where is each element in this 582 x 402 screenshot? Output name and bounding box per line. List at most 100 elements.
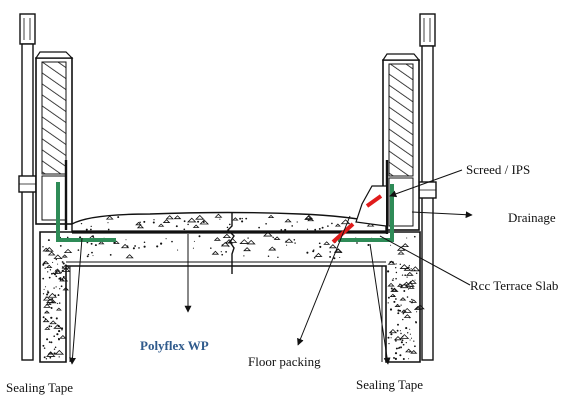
rcc-slab — [39, 231, 425, 363]
aggregate-mark — [397, 250, 405, 255]
aggregate-mark — [173, 215, 182, 220]
left-downpipe — [18, 13, 37, 361]
stipple-dot — [61, 269, 64, 272]
stipple-dot — [356, 242, 358, 244]
sealing-tape-left-label: Sealing Tape — [6, 380, 73, 395]
stipple-dot — [56, 333, 59, 336]
stipple-dot — [388, 342, 390, 345]
stipple-dot — [241, 217, 243, 220]
stipple-dot — [331, 222, 333, 225]
stipple-dot — [409, 281, 412, 283]
stipple-dot — [392, 278, 394, 280]
stipple-dot — [125, 239, 127, 241]
stipple-dot — [221, 253, 224, 256]
aggregate-mark — [239, 239, 250, 244]
stipple-dot — [407, 288, 410, 290]
stipple-dot — [59, 288, 61, 290]
stipple-dot — [402, 318, 404, 321]
stipple-dot — [92, 255, 94, 257]
stipple-dot — [50, 325, 53, 328]
stipple-dot — [46, 293, 49, 296]
aggregate-mark — [54, 349, 65, 355]
stipple-dot — [329, 251, 332, 253]
aggregate-mark — [328, 244, 337, 249]
aggregate-mark — [405, 271, 414, 276]
stipple-dot — [61, 266, 64, 268]
stipple-dot — [399, 309, 402, 312]
stipple-dot — [411, 301, 413, 304]
stipple-dot — [314, 228, 317, 231]
stipple-dot — [210, 247, 212, 249]
aggregate-mark — [47, 351, 54, 355]
aggregate-mark — [397, 283, 404, 287]
stipple-dot — [286, 244, 288, 246]
aggregate-mark — [243, 247, 252, 252]
stipple-dot — [413, 340, 415, 342]
stipple-dot — [401, 339, 404, 342]
stipple-dot — [405, 342, 407, 344]
stipple-dot — [132, 247, 135, 250]
aggregate-mark — [105, 215, 114, 220]
aggregate-mark — [399, 283, 409, 289]
stipple-dot — [44, 267, 46, 269]
stipple-dot — [404, 268, 406, 270]
stipple-dot — [43, 288, 45, 290]
stipple-dot — [397, 323, 399, 326]
stipple-dot — [87, 253, 90, 256]
stipple-dot — [402, 358, 405, 360]
aggregate-mark — [63, 248, 73, 254]
aggregate-mark — [304, 215, 313, 220]
aggregate-mark — [62, 287, 70, 291]
stipple-dot — [43, 261, 46, 264]
aggregate-mark — [405, 281, 415, 287]
stipple-dot — [318, 242, 321, 245]
stipple-dot — [61, 278, 64, 281]
aggregate-mark — [388, 328, 398, 334]
stipple-dot — [395, 347, 398, 350]
rcc-slab-label: Rcc Terrace Slab — [470, 278, 558, 293]
stipple-dot — [406, 276, 408, 278]
stipple-dot — [219, 218, 221, 220]
aggregate-mark — [59, 335, 67, 339]
stipple-dot — [192, 247, 194, 249]
stipple-dot — [53, 348, 56, 350]
stipple-dot — [113, 241, 116, 244]
aggregate-mark — [333, 248, 343, 254]
stipple-dot — [221, 244, 223, 246]
stipple-dot — [45, 296, 47, 298]
stipple-dot — [152, 221, 155, 224]
stipple-dot — [49, 356, 52, 359]
stipple-dot — [327, 225, 329, 227]
stipple-dot — [397, 309, 400, 312]
aggregate-mark — [390, 287, 399, 292]
aggregate-mark — [232, 217, 239, 221]
stipple-dot — [52, 272, 55, 275]
aggregate-mark — [61, 267, 71, 272]
stipple-dot — [57, 325, 60, 328]
stipple-dot — [77, 249, 80, 251]
stipple-dot — [319, 245, 322, 248]
stipple-dot — [51, 272, 53, 275]
stipple-dot — [414, 279, 416, 281]
aggregate-mark — [53, 254, 63, 259]
stipple-dot — [177, 249, 179, 251]
stipple-dot — [393, 356, 395, 359]
stipple-dot — [198, 235, 201, 238]
concrete-texture — [42, 231, 425, 360]
aggregate-mark — [401, 243, 410, 248]
stipple-dot — [410, 337, 413, 339]
stipple-dot — [53, 352, 56, 355]
stipple-dot — [406, 237, 408, 239]
aggregate-mark — [45, 301, 52, 305]
stipple-dot — [225, 251, 227, 253]
stipple-dot — [228, 246, 230, 248]
stipple-dot — [296, 221, 298, 223]
aggregate-mark — [387, 282, 395, 287]
right-parapet-wall — [381, 53, 421, 234]
stipple-dot — [390, 333, 393, 336]
stipple-dot — [50, 316, 53, 319]
stipple-dot — [165, 238, 167, 240]
stipple-dot — [48, 341, 51, 343]
stipple-dot — [241, 220, 244, 223]
